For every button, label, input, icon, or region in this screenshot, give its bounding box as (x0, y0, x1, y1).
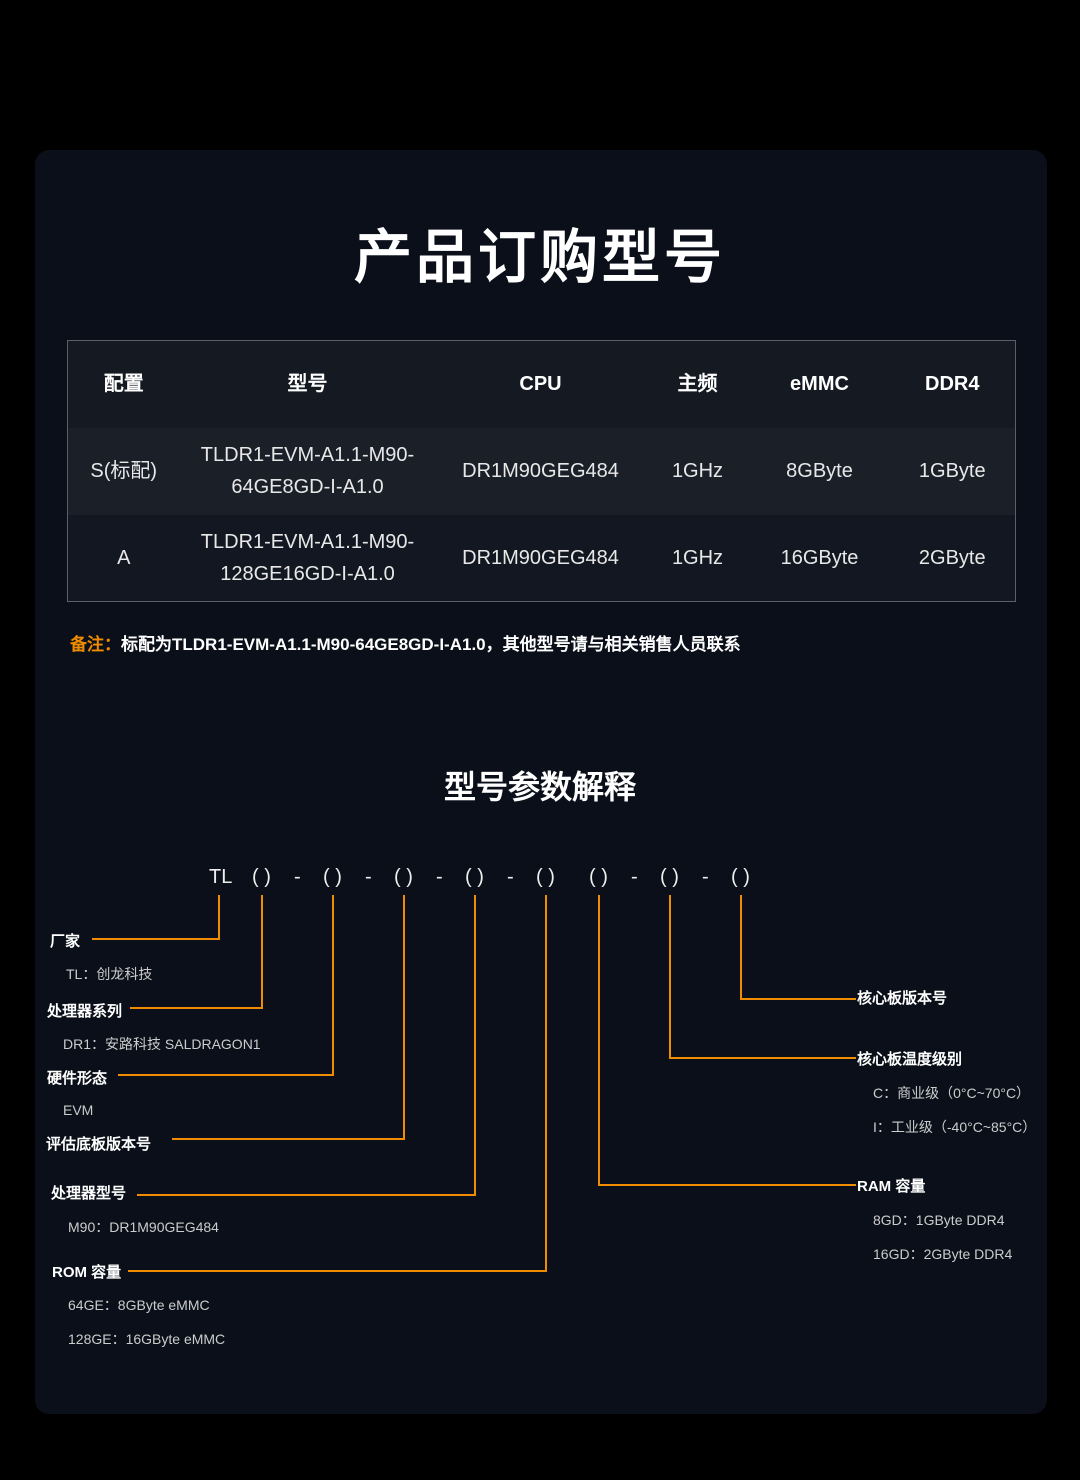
cell-ddr4: 1GByte (889, 427, 1016, 515)
cell-config: A (67, 514, 180, 602)
param-value: C：商业级（0°C~70°C） (873, 1085, 1031, 1101)
table-header: 配置 型号 CPU 主频 eMMC DDR4 (67, 340, 1016, 428)
code-dash: - (365, 866, 372, 888)
param-cpu-series-label: 处理器系列 (47, 1003, 123, 1020)
code-slot: ( ) (323, 866, 342, 888)
cell-model: TLDR1-EVM-A1.1-M90- 64GE8GD-I-A1.0 (179, 427, 436, 515)
cell-freq: 1GHz (645, 514, 750, 602)
code-slot: ( ) (589, 866, 608, 888)
cell-freq: 1GHz (645, 427, 750, 515)
model-line: TLDR1-EVM-A1.1-M90- (200, 530, 415, 553)
param-form-label: 硬件形态 (47, 1070, 108, 1087)
code-slot: ( ) (465, 866, 484, 888)
model-line: 128GE16GD-I-A1.0 (220, 562, 395, 585)
code-slot: ( ) (536, 866, 555, 888)
param-value: TL：创龙科技 (66, 966, 153, 982)
cell-emmc: 16GByte (749, 514, 890, 602)
param-value: EVM (63, 1102, 94, 1118)
code-dash: - (631, 866, 638, 888)
code-dash: - (702, 866, 709, 888)
header-emmc: eMMC (749, 340, 890, 428)
code-dash: - (436, 866, 443, 888)
note: 备注：标配为TLDR1-EVM-A1.1-M90-64GE8GD-I-A1.0，… (70, 630, 741, 655)
param-eval-ver-label: 评估底板版本号 (46, 1136, 152, 1153)
header-cpu: CPU (435, 340, 646, 428)
code-slot: ( ) (394, 866, 413, 888)
header-ddr4: DDR4 (889, 340, 1016, 428)
param-value: 128GE：16GByte eMMC (68, 1331, 226, 1347)
param-core-ver-label: 核心板版本号 (857, 990, 948, 1007)
order-table: 配置 型号 CPU 主频 eMMC DDR4 S(标配) TLDR1-EVM-A… (67, 340, 1016, 602)
header-model: 型号 (179, 340, 436, 428)
model-line: TLDR1-EVM-A1.1-M90- (200, 444, 415, 466)
code-dash: - (294, 866, 301, 888)
code-prefix: TL (209, 866, 233, 888)
note-text: 标配为TLDR1-EVM-A1.1-M90-64GE8GD-I-A1.0，其他型… (121, 635, 741, 654)
note-label: 备注： (70, 635, 121, 654)
param-temp-label: 核心板温度级别 (857, 1051, 963, 1068)
param-rom-label: ROM 容量 (52, 1264, 122, 1281)
param-value: M90：DR1M90GEG484 (68, 1219, 219, 1235)
param-value: I：工业级（-40°C~85°C） (873, 1119, 1037, 1135)
code-slot: ( ) (731, 866, 750, 888)
table-row: S(标配) TLDR1-EVM-A1.1-M90-64GE8GD-I-A1.0 … (67, 427, 1016, 515)
param-ram-label: RAM 容量 (857, 1178, 926, 1195)
cell-cpu: DR1M90GEG484 (435, 514, 646, 602)
section-title: 型号参数解释 (443, 769, 636, 805)
cell-ddr4: 2GByte (889, 514, 1016, 602)
code-slot: ( ) (252, 866, 271, 888)
code-slot: ( ) (660, 866, 679, 888)
page-title: 产品订购型号 (353, 225, 726, 290)
cell-cpu: DR1M90GEG484 (435, 427, 646, 515)
param-value: DR1：安路科技 SALDRAGON1 (63, 1036, 261, 1052)
cell-model: TLDR1-EVM-A1.1-M90- 128GE16GD-I-A1.0 (179, 514, 436, 602)
header-config: 配置 (67, 340, 180, 428)
cell-config: S(标配) (67, 427, 180, 515)
table-row: A TLDR1-EVM-A1.1-M90- 128GE16GD-I-A1.0 DR… (67, 514, 1016, 602)
param-cpu-model-label: 处理器型号 (51, 1185, 127, 1202)
param-value: 8GD：1GByte DDR4 (873, 1212, 1005, 1228)
param-vendor-label: 厂家 (50, 933, 81, 950)
header-freq: 主频 (645, 340, 750, 428)
code-dash: - (507, 866, 514, 888)
param-value: 16GD：2GByte DDR4 (873, 1246, 1013, 1262)
param-value: 64GE：8GByte eMMC (68, 1297, 210, 1313)
cell-emmc: 8GByte (749, 427, 890, 515)
model-line: 64GE8GD-I-A1.0 (231, 476, 384, 498)
